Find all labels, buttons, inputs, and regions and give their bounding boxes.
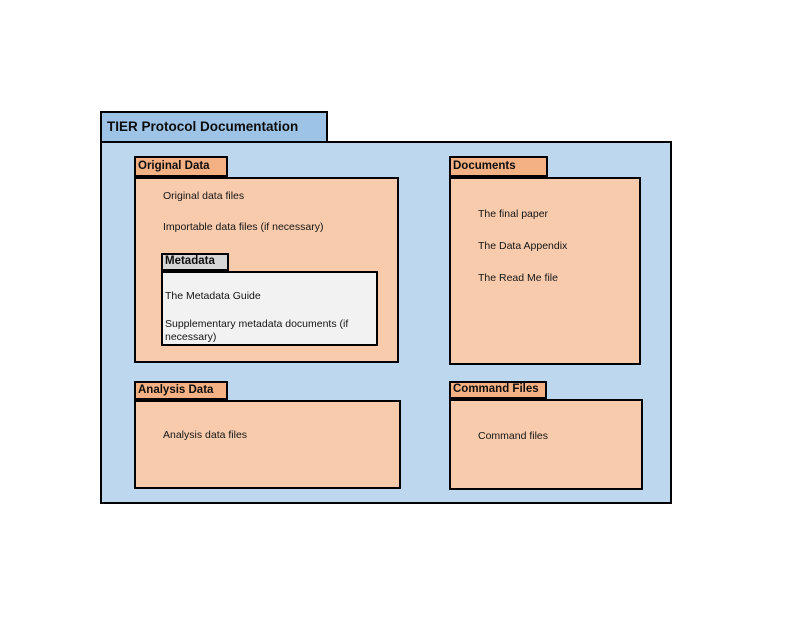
folder-tab-documents: Documents: [449, 156, 548, 177]
folder-title-command-files: Command Files: [453, 383, 539, 396]
folder-body-command-files: [449, 399, 643, 490]
folder-tab-analysis-data: Analysis Data: [134, 381, 228, 400]
folder-tab-command-files: Command Files: [449, 381, 547, 399]
folder-body-metadata: [161, 271, 378, 346]
folder-title-analysis-data: Analysis Data: [138, 383, 214, 396]
folder-tab-metadata: Metadata: [161, 253, 229, 271]
list-item-importable-data-files: Importable data files (if necessary): [163, 221, 324, 233]
list-item-final-paper: The final paper: [478, 208, 549, 220]
list-item-original-data-files: Original data files: [163, 190, 245, 202]
list-item-command-files: Command files: [478, 430, 549, 442]
list-item-read-me-file: The Read Me file: [478, 272, 558, 284]
folder-body-documents: [449, 177, 641, 365]
list-item-metadata-guide: The Metadata Guide: [165, 290, 261, 302]
folder-tab-original-data: Original Data: [134, 156, 228, 177]
folder-tab-tier-protocol-documentation: TIER Protocol Documentation: [100, 111, 328, 143]
list-item-data-appendix: The Data Appendix: [478, 240, 568, 252]
folder-title-original-data: Original Data: [138, 159, 210, 172]
folder-title-documents: Documents: [453, 159, 516, 172]
folder-title-metadata: Metadata: [165, 255, 215, 268]
folder-body-analysis-data: [134, 400, 401, 489]
list-item-analysis-data-files: Analysis data files: [163, 429, 248, 441]
list-item-supplementary-metadata: Supplementary metadata documents (if nec…: [165, 318, 349, 343]
folder-title-tier-protocol-documentation: TIER Protocol Documentation: [107, 119, 299, 135]
